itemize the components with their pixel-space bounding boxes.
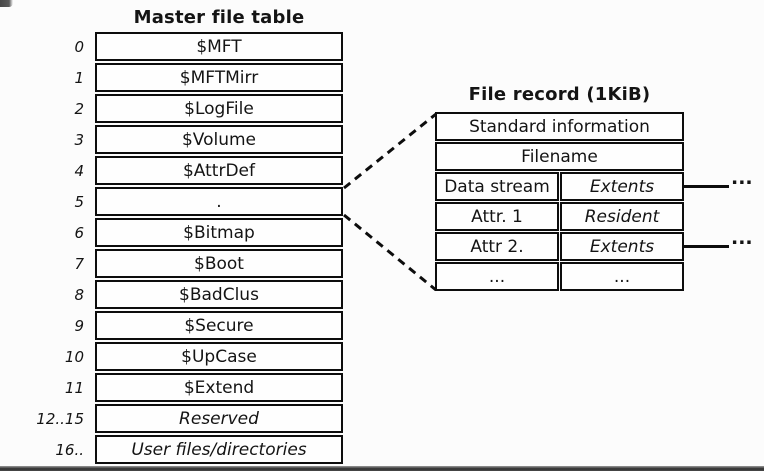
mft-row-extend: $Extend [95, 373, 343, 402]
file-record-row: Data stream Extents [435, 172, 684, 201]
fr-cell-attr2: Attr 2. [435, 232, 559, 261]
fr-cell-attr1-resident: Resident [560, 202, 684, 231]
mft-row-bitmap: $Bitmap [95, 218, 343, 247]
fr-cell-data-stream-extents: Extents [560, 172, 684, 201]
mft-index-2: 2 [74, 99, 84, 118]
file-record-table: Standard information Filename Data strea… [435, 112, 684, 291]
file-record-row: Attr 2. Extents [435, 232, 684, 261]
fr-cell-standard-information: Standard information [435, 112, 684, 141]
mft-index-3: 3 [74, 130, 84, 149]
mft-row-user-files: User files/directories [95, 435, 343, 464]
mft-index-0: 0 [74, 37, 84, 56]
mft-row-logfile: $LogFile [95, 94, 343, 123]
mft-row-badclus: $BadClus [95, 280, 343, 309]
mft-index-column: 0 1 2 3 4 5 6 7 8 9 10 11 12..15 16.. [0, 32, 86, 464]
bottom-edge-bar [0, 466, 764, 471]
mft-row-reserved: Reserved [95, 404, 343, 433]
file-record-title: File record (1KiB) [468, 84, 651, 105]
mft-index-10: 10 [64, 347, 84, 366]
mft-table-title: Master file table [133, 7, 305, 28]
mft-row-mftmirr: $MFTMirr [95, 63, 343, 92]
mft-index-6: 6 [74, 223, 84, 242]
file-record-row: Filename [435, 142, 684, 171]
fr-cell-more-locations: ... [560, 262, 684, 291]
fr-cell-more-attrs: ... [435, 262, 559, 291]
mft-index-5: 5 [74, 192, 84, 211]
extent-ellipsis-top: ... [731, 167, 753, 189]
mft-row-mft: $MFT [95, 32, 343, 61]
dashed-connector-top [343, 112, 437, 190]
extent-ellipsis-bottom: ... [731, 227, 753, 249]
mft-row-attrdef: $AttrDef [95, 156, 343, 185]
mft-index-16: 16.. [55, 440, 84, 459]
mft-row-volume: $Volume [95, 125, 343, 154]
mft-index-7: 7 [74, 254, 84, 273]
mft-index-9: 9 [74, 316, 84, 335]
mft-table: $MFT $MFTMirr $LogFile $Volume $AttrDef … [95, 32, 343, 464]
mft-index-4: 4 [74, 161, 84, 180]
mft-row-upcase: $UpCase [95, 342, 343, 371]
mft-index-8: 8 [74, 285, 84, 304]
file-record-row: Attr. 1 Resident [435, 202, 684, 231]
mft-row-boot: $Boot [95, 249, 343, 278]
fr-cell-attr2-extents: Extents [560, 232, 684, 261]
mft-row-dot: . [95, 187, 343, 216]
dashed-connector-bottom [343, 213, 437, 292]
mft-index-11: 11 [64, 378, 84, 397]
fr-cell-data-stream: Data stream [435, 172, 559, 201]
mft-row-secure: $Secure [95, 311, 343, 340]
file-record-row: Standard information [435, 112, 684, 141]
fr-cell-filename: Filename [435, 142, 684, 171]
corner-artifact [0, 0, 13, 7]
mft-index-12-15: 12..15 [36, 409, 84, 428]
fr-cell-attr1: Attr. 1 [435, 202, 559, 231]
mft-index-1: 1 [74, 68, 84, 87]
file-record-row: ... ... [435, 262, 684, 291]
